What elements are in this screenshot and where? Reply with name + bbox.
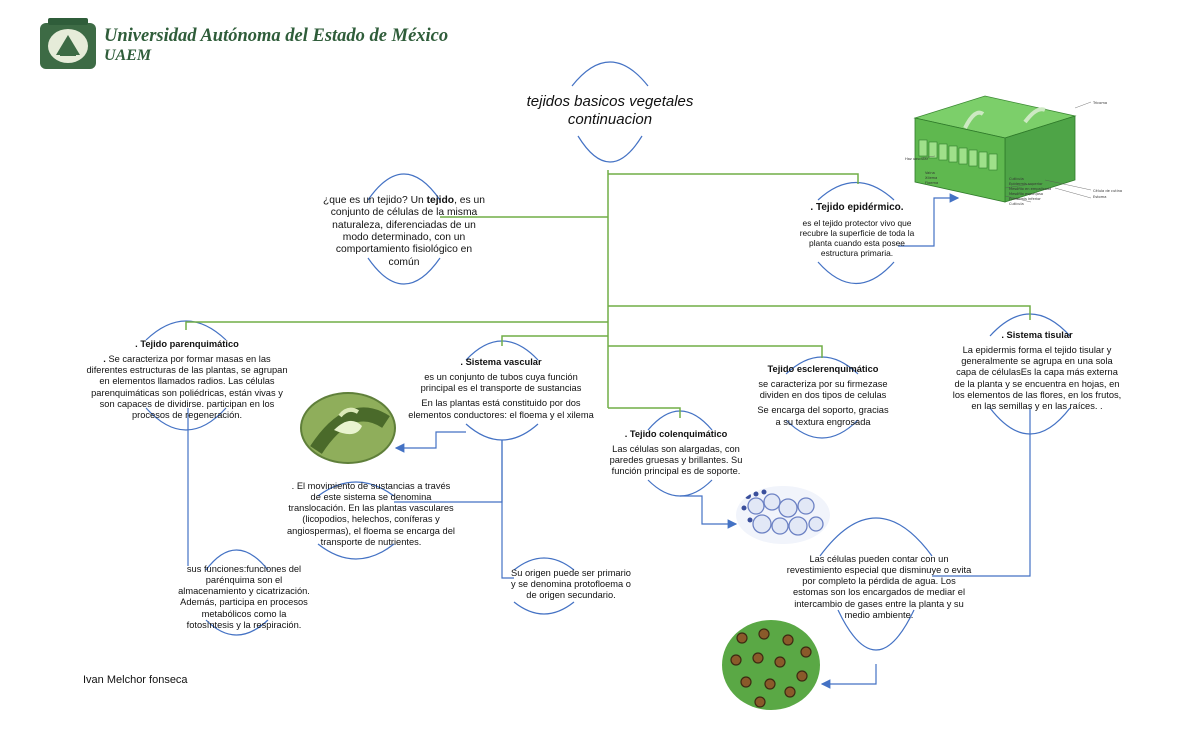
que-es-text-a: ¿que es un tejido? Un xyxy=(323,195,427,206)
arc-title-top xyxy=(571,61,649,87)
node-sistema-vascular: . Sistema vascular es un conjunto de tub… xyxy=(406,357,596,421)
arc-epidermico-top xyxy=(817,181,895,201)
epidermico-body: es el tejido protector vivo que recubre … xyxy=(799,218,915,259)
arc-funciones-top xyxy=(205,549,269,571)
university-name: Universidad Autónoma del Estado de Méxic… xyxy=(104,26,449,46)
leaf-label-estoma: Estoma xyxy=(1093,195,1106,199)
node-que-es-tejido: ¿que es un tejido? Un tejido, es un conj… xyxy=(320,195,488,269)
esclerenquimatico-body-1: se caracteriza por su firmezase dividen … xyxy=(758,379,888,401)
node-tejido-epidermico: . Tejido epidérmico. es el tejido protec… xyxy=(798,202,916,258)
vascular-title: . Sistema vascular xyxy=(460,357,542,367)
stomata-photo xyxy=(722,620,820,710)
esclerenquimatico-title: Tejido esclerenquimático xyxy=(767,364,879,374)
node-tejido-esclerenquimatico: Tejido esclerenquimático se caracteriza … xyxy=(756,364,890,428)
parenquimatico-body-lead: . xyxy=(103,354,109,365)
blue-arrows xyxy=(187,193,1031,689)
arc-parenquimatico-bottom xyxy=(145,407,227,431)
leaf-cross-section-image: Tricoma Haz vascular Vaina Xilema Floema… xyxy=(905,88,1145,228)
leaf-label-cuticula-1: Cutícula xyxy=(1009,177,1024,181)
arc-colenquimatico-bottom xyxy=(647,479,713,497)
leaf-label-vaina: Vaina xyxy=(925,171,935,175)
leaf-label-empalizada: Mesófilo en empalizada xyxy=(1009,187,1051,191)
leaf-label-epid-sup: Epidermis superior xyxy=(1009,182,1043,186)
leaf-label-esponjoso: Mesófilo esponjoso xyxy=(1009,192,1043,196)
arc-esclerenquimatico-bottom xyxy=(785,419,859,439)
leaf-label-tricoma: Tricoma xyxy=(1092,101,1107,105)
arc-movimiento-top xyxy=(317,481,395,497)
node-origen: Su origen puede ser primario y se denomi… xyxy=(508,568,634,601)
arc-que-es-bottom xyxy=(367,257,441,285)
origen-body: Su origen puede ser primario y se denomi… xyxy=(511,568,631,601)
vascular-body-2: En las plantas está constituido por dos … xyxy=(408,398,594,420)
arc-origen-bottom xyxy=(513,601,575,615)
parenquimatico-body: Se caracteriza por formar masas en las d… xyxy=(86,354,288,420)
arc-que-es-top xyxy=(367,173,441,201)
colenquimatico-body: Las células son alargadas, con paredes g… xyxy=(609,444,743,477)
green-connectors xyxy=(185,170,1031,418)
parenquimatico-title: . Tejido parenquimático xyxy=(135,339,239,349)
leaf-label-haz: Haz vascular xyxy=(905,157,929,161)
map-title: tejidos basicos vegetales continuacion xyxy=(526,93,694,128)
arc-epidermico-bottom xyxy=(817,261,895,284)
leaf-label-floema: Floema xyxy=(925,181,938,185)
vascular-tissue-photo xyxy=(300,392,396,464)
colenchyma-photo xyxy=(736,486,830,544)
author-name: Ivan Melchor fonseca xyxy=(83,674,188,686)
funciones-body: sus funciones:funciones del parénquima s… xyxy=(178,564,310,630)
colenquimatico-title: . Tejido colenquimático xyxy=(624,429,728,439)
arc-movimiento-bottom xyxy=(317,543,395,560)
parenquimatico-body-wrap: . Se caracteriza por formar masas en las… xyxy=(84,354,290,421)
que-es-bold: tejido xyxy=(426,195,455,206)
node-celulas-revestimiento: Las células pueden contar con un revesti… xyxy=(786,554,972,621)
arc-title-bottom xyxy=(577,135,643,163)
node-tejido-parenquimatico: . Tejido parenquimático . Se caracteriza… xyxy=(84,339,290,421)
leaf-label-cuticula-2: Cutícula xyxy=(1009,202,1024,206)
vascular-body-1: es un conjunto de tubos cuya función pri… xyxy=(420,372,582,394)
celulas-body: Las células pueden contar con un revesti… xyxy=(786,554,972,620)
que-es-text-b: , es un conjunto de células de la misma … xyxy=(330,195,485,268)
arc-vascular-bottom xyxy=(465,423,539,441)
tisular-title: . Sistema tisular xyxy=(1001,330,1073,340)
arc-celulas-bottom xyxy=(837,609,915,651)
leaf-label-epid-inf: Epidermis inferior xyxy=(1009,197,1041,201)
arc-celulas-top xyxy=(819,517,933,557)
node-sistema-tisular: . Sistema tisular La epidermis forma el … xyxy=(952,330,1122,412)
leaf-label-xilema: Xilema xyxy=(925,176,937,180)
movimiento-body: . El movimiento de sustancias a través d… xyxy=(287,481,455,547)
esclerenquimatico-body-2: Se encarga del soporto, gracias a su tex… xyxy=(757,405,889,427)
node-tejido-colenquimatico: . Tejido colenquimático Las células son … xyxy=(608,429,744,478)
leaf-label-cutina: Célula de cutina xyxy=(1093,189,1122,193)
node-funciones: sus funciones:funciones del parénquima s… xyxy=(178,564,310,631)
node-movimiento: . El movimiento de sustancias a través d… xyxy=(286,481,456,548)
uaem-logo xyxy=(38,17,98,73)
arc-parenquimatico-top xyxy=(145,320,227,341)
university-abbr: UAEM xyxy=(104,47,152,64)
tisular-body: La epidermis forma el tejido tisular y g… xyxy=(952,345,1122,411)
arc-funciones-bottom xyxy=(205,619,269,636)
arc-origen-top xyxy=(513,557,575,571)
epidermico-title: . Tejido epidérmico. xyxy=(810,202,904,213)
